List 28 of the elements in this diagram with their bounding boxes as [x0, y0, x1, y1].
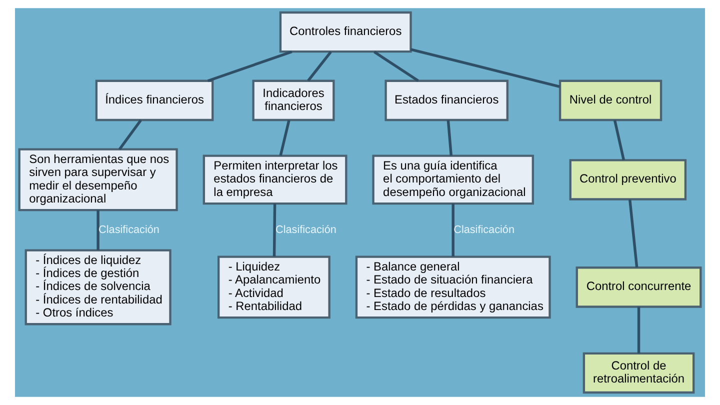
node-box: Control de retroalimentación: [582, 352, 695, 394]
node-box: Control concurrente: [576, 266, 702, 308]
node-box: Control preventivo: [569, 159, 687, 200]
node-box: Son herramientas que nos sirven para supervisar y medir el desempeño organizacional: [18, 148, 178, 212]
connector: [272, 204, 276, 256]
connector: [207, 50, 292, 82]
node-box: Es una guía identifica el comportamiento del desempeño organizacional: [372, 154, 534, 205]
edge-label: Clasificación: [276, 224, 336, 236]
connector: [452, 204, 454, 256]
node-box: - Balance general - Estado de situación financiera - Estado de resultados - Estado de pérdidas y ganancias: [355, 256, 551, 319]
connector: [374, 50, 419, 82]
node-box: Índices financieros: [95, 80, 214, 122]
node-box: Permiten interpretar los estados financieros de la empresa: [202, 154, 348, 205]
connector: [410, 48, 560, 88]
connector: [446, 120, 453, 156]
node-box: Nivel de control: [558, 80, 662, 122]
connector: [96, 210, 100, 250]
node-box: Estados financieros: [384, 80, 508, 122]
connector: [628, 199, 638, 268]
connector: [279, 120, 290, 156]
node-box: Controles financieros: [279, 11, 412, 53]
node-box: - Índices de liquidez - Índices de gestión - Índices de solvencia - Índices de rentabilidad - Otros índices: [24, 249, 172, 326]
node-box: Indicadores financieros: [252, 80, 335, 122]
connector: [613, 120, 626, 160]
connector: [307, 51, 332, 82]
connector: [118, 119, 142, 150]
connector: [637, 306, 640, 354]
node-box: - Liquidez - Apalancamiento - Actividad - Rentabilidad: [218, 256, 330, 319]
